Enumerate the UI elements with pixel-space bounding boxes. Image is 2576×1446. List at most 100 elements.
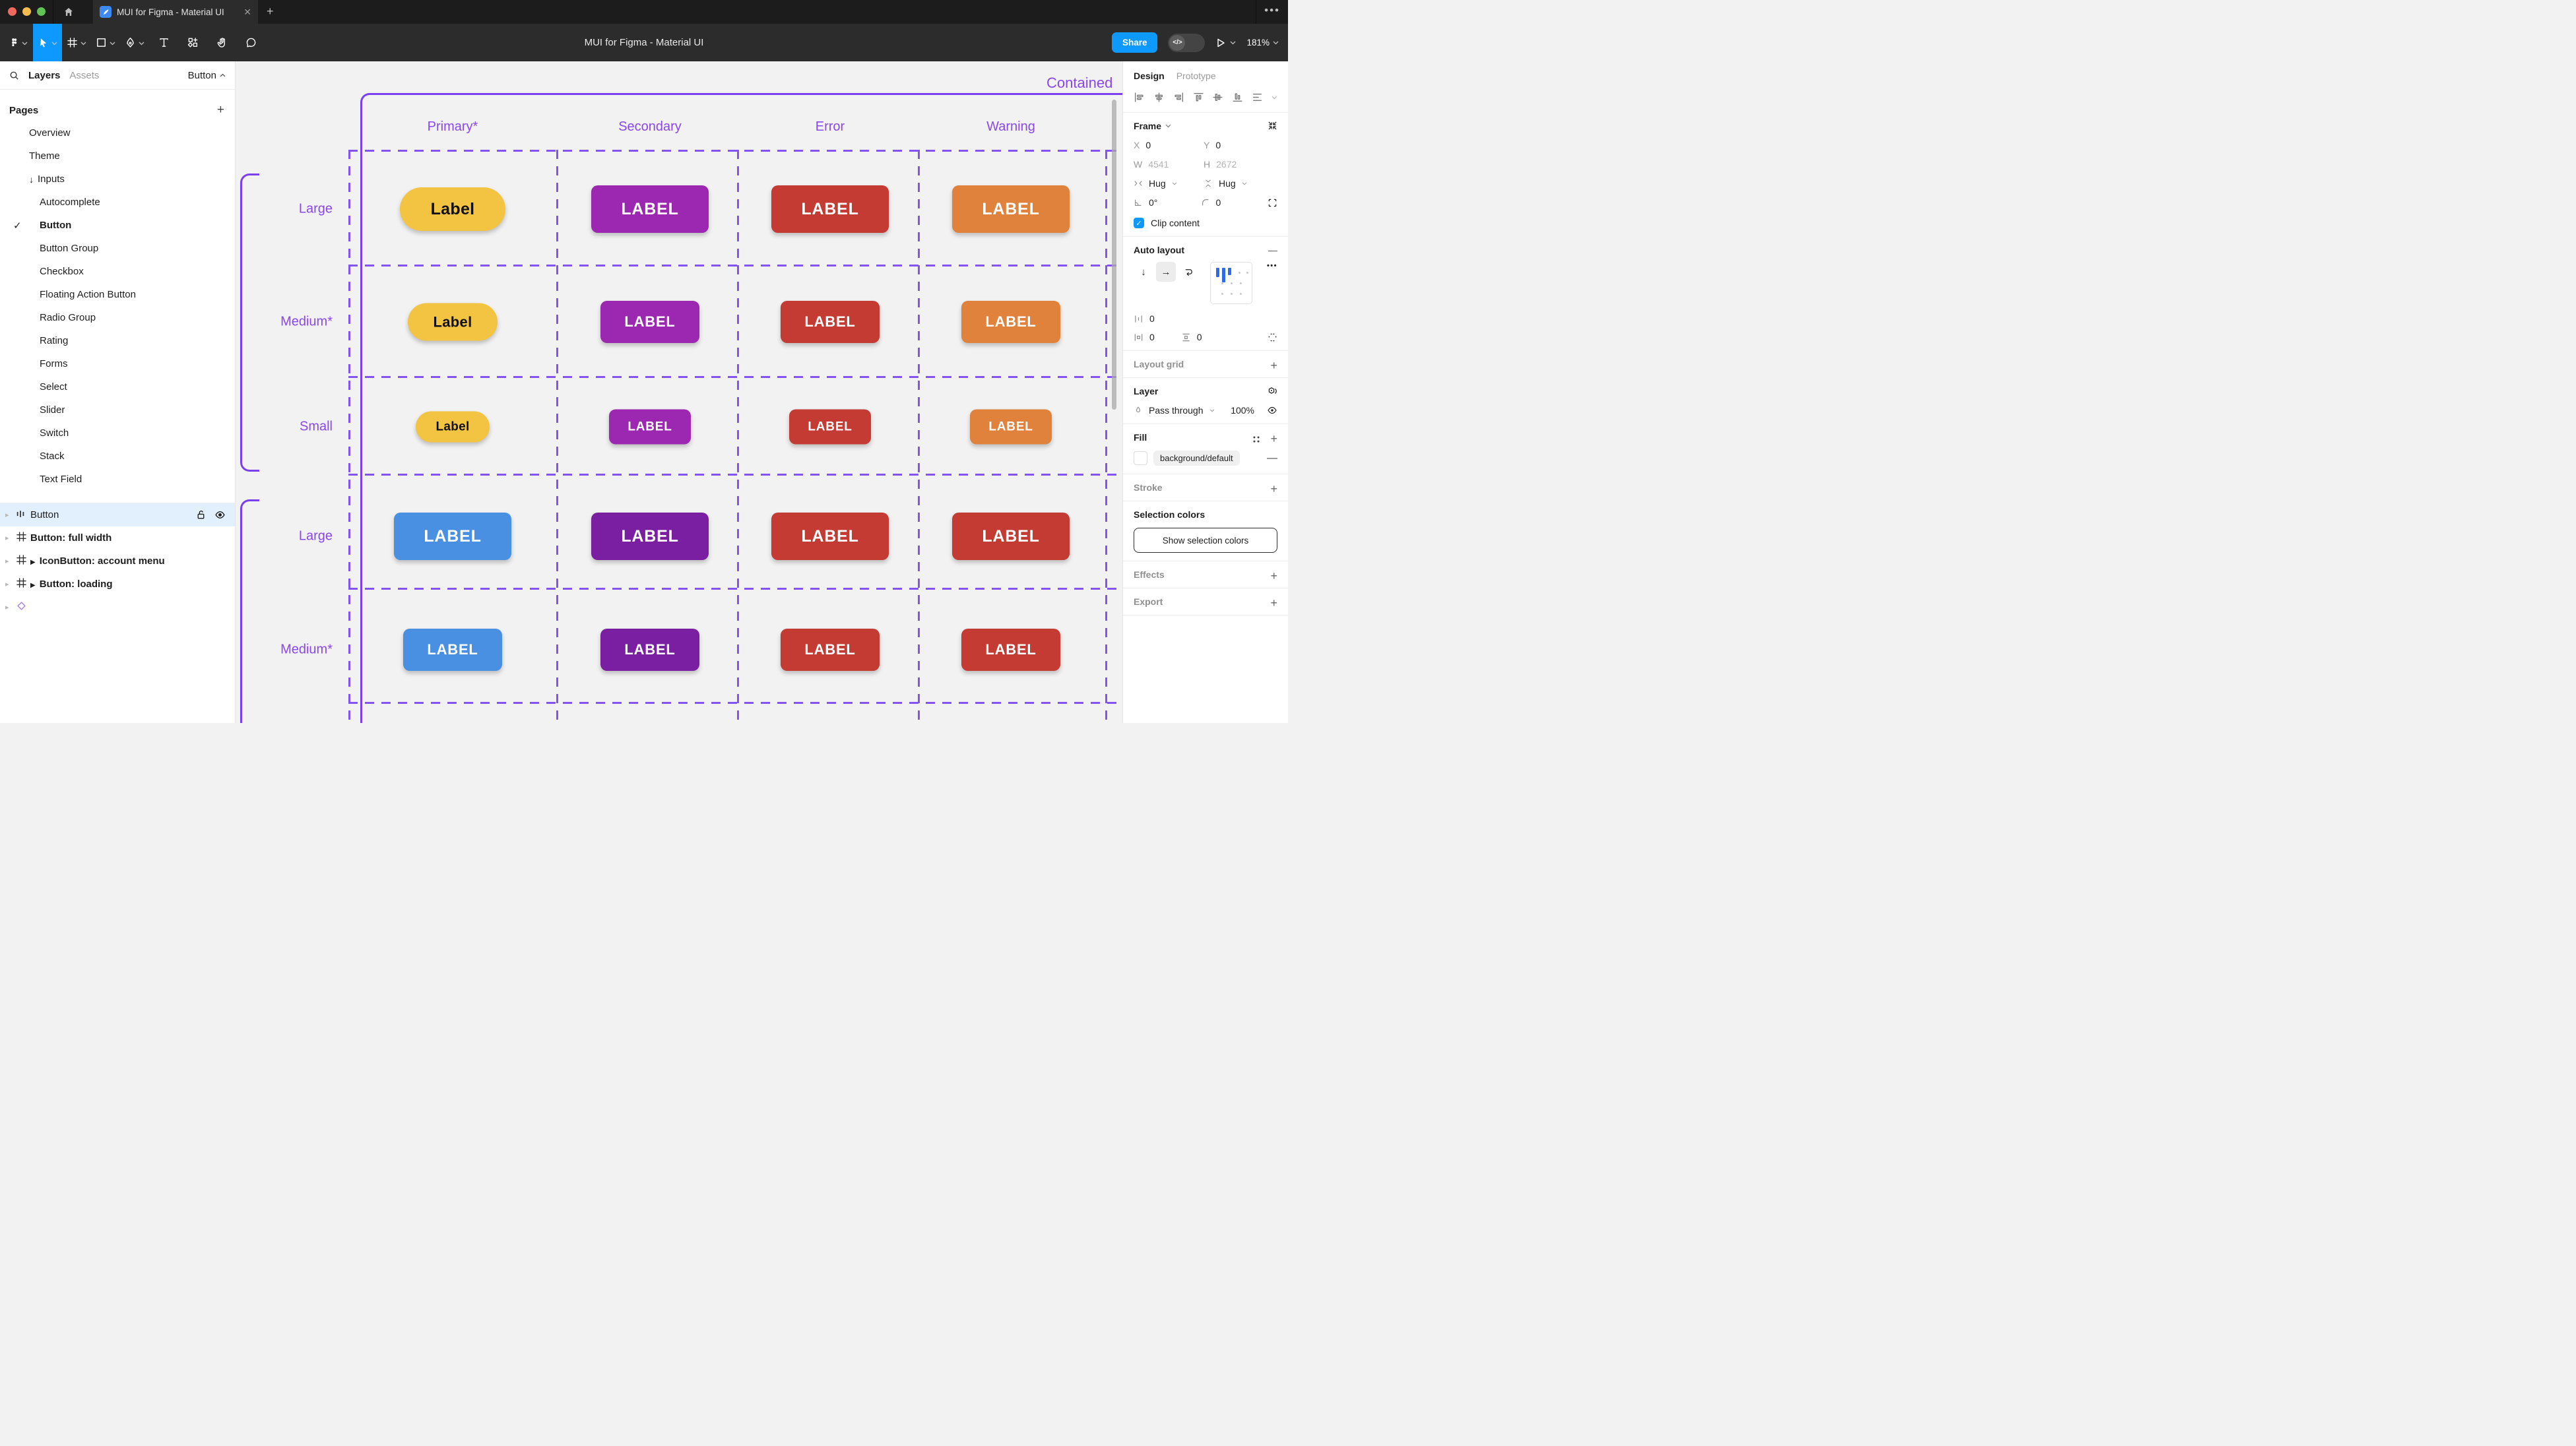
- x-position-field[interactable]: X 0: [1134, 140, 1151, 150]
- independent-corners-icon[interactable]: [1268, 198, 1277, 208]
- page-item[interactable]: Text Field: [0, 468, 235, 491]
- shape-tool[interactable]: [91, 24, 120, 61]
- lock-open-icon[interactable]: [195, 509, 207, 520]
- mui-button[interactable]: Label: [416, 411, 490, 443]
- clip-content-row[interactable]: ✓ Clip content: [1134, 218, 1277, 228]
- mui-button[interactable]: LABEL: [952, 185, 1070, 233]
- collapse-icon[interactable]: [1268, 121, 1277, 131]
- new-tab-button[interactable]: +: [267, 5, 274, 18]
- expand-caret-icon[interactable]: ▸: [5, 511, 9, 519]
- gap-field[interactable]: 0: [1134, 313, 1155, 324]
- alignment-grid[interactable]: [1210, 262, 1252, 304]
- clip-content-checkbox[interactable]: ✓: [1134, 218, 1144, 228]
- close-window-button[interactable]: [8, 7, 16, 16]
- align-top-button[interactable]: [1193, 92, 1204, 103]
- blend-mode-icon[interactable]: [1267, 386, 1277, 396]
- mui-button[interactable]: LABEL: [591, 513, 709, 560]
- layer-row[interactable]: ▸Button: full width: [0, 526, 235, 550]
- window-controls[interactable]: [8, 7, 46, 16]
- minimize-window-button[interactable]: [22, 7, 31, 16]
- mui-button[interactable]: LABEL: [970, 409, 1052, 445]
- add-effect-button[interactable]: +: [1270, 569, 1277, 582]
- add-fill-button[interactable]: +: [1270, 432, 1277, 445]
- page-item[interactable]: Slider: [0, 398, 235, 422]
- layout-wrap-button[interactable]: [1178, 262, 1198, 282]
- page-item[interactable]: Switch: [0, 422, 235, 445]
- mui-button[interactable]: Label: [408, 303, 498, 341]
- page-item[interactable]: ↓Inputs: [0, 168, 235, 191]
- mui-button[interactable]: LABEL: [394, 513, 511, 560]
- rotation-field[interactable]: 0°: [1134, 197, 1201, 208]
- tab-overflow-menu[interactable]: •••: [1264, 4, 1280, 16]
- mui-button[interactable]: LABEL: [771, 513, 889, 560]
- hand-tool[interactable]: [207, 24, 236, 61]
- file-tab[interactable]: MUI for Figma - Material UI ✕: [93, 0, 258, 24]
- mui-button[interactable]: LABEL: [781, 301, 880, 343]
- dev-mode-toggle[interactable]: </>: [1168, 33, 1206, 52]
- tab-layers[interactable]: Layers: [28, 69, 61, 81]
- tab-assets[interactable]: Assets: [69, 69, 100, 81]
- mui-button[interactable]: LABEL: [789, 409, 871, 445]
- close-tab-icon[interactable]: ✕: [243, 6, 251, 17]
- page-item[interactable]: ✓Button: [0, 214, 235, 237]
- figma-menu[interactable]: [4, 24, 33, 61]
- canvas-scrollbar[interactable]: [1112, 100, 1116, 410]
- auto-layout-more-icon[interactable]: •••: [1266, 262, 1277, 270]
- layer-row[interactable]: ▸Button: [0, 503, 235, 526]
- page-item[interactable]: Rating: [0, 329, 235, 352]
- frame-title[interactable]: Contained: [1046, 75, 1113, 91]
- mui-button[interactable]: LABEL: [600, 301, 699, 343]
- add-layout-grid-button[interactable]: +: [1270, 359, 1277, 372]
- layer-row[interactable]: ▸: [0, 596, 235, 619]
- mui-button[interactable]: LABEL: [961, 629, 1060, 671]
- home-button[interactable]: [61, 5, 77, 19]
- mui-button[interactable]: LABEL: [591, 185, 709, 233]
- zoom-level-menu[interactable]: 181%: [1246, 38, 1279, 47]
- remove-fill-button[interactable]: —: [1267, 452, 1277, 464]
- tab-design[interactable]: Design: [1134, 71, 1165, 81]
- mui-button[interactable]: LABEL: [771, 185, 889, 233]
- vertical-resizing-field[interactable]: Hug: [1204, 178, 1273, 189]
- add-export-button[interactable]: +: [1270, 596, 1277, 610]
- remove-auto-layout-button[interactable]: —: [1268, 245, 1277, 255]
- layer-row[interactable]: ▸▶Button: loading: [0, 573, 235, 596]
- add-page-button[interactable]: +: [216, 103, 224, 117]
- mui-button[interactable]: LABEL: [600, 629, 699, 671]
- share-button[interactable]: Share: [1111, 32, 1158, 53]
- mui-button[interactable]: LABEL: [952, 513, 1070, 560]
- align-h-center-button[interactable]: [1153, 92, 1165, 103]
- page-item[interactable]: Forms: [0, 352, 235, 375]
- tab-prototype[interactable]: Prototype: [1176, 71, 1216, 81]
- page-item[interactable]: Theme: [0, 144, 235, 168]
- present-button[interactable]: [1215, 38, 1236, 48]
- align-bottom-button[interactable]: [1232, 92, 1243, 103]
- expand-caret-icon[interactable]: ▸: [5, 557, 9, 565]
- zoom-window-button[interactable]: [37, 7, 46, 16]
- width-field[interactable]: W 4541: [1134, 159, 1169, 170]
- frame-section-title[interactable]: Frame: [1134, 121, 1277, 131]
- opacity-field[interactable]: 100%: [1231, 405, 1254, 416]
- expand-caret-icon[interactable]: ▸: [5, 581, 9, 588]
- horizontal-resizing-field[interactable]: Hug: [1134, 178, 1204, 189]
- page-item[interactable]: Select: [0, 375, 235, 398]
- vertical-padding-field[interactable]: 0: [1181, 332, 1202, 342]
- mui-button[interactable]: LABEL: [961, 301, 1060, 343]
- align-right-button[interactable]: [1173, 92, 1184, 103]
- page-item[interactable]: Overview: [0, 121, 235, 144]
- corner-radius-field[interactable]: 0: [1201, 197, 1268, 208]
- comment-tool[interactable]: [236, 24, 265, 61]
- blend-mode-select[interactable]: Pass through: [1149, 405, 1204, 416]
- frame-tool[interactable]: [62, 24, 91, 61]
- y-position-field[interactable]: Y 0: [1204, 140, 1221, 150]
- mui-button[interactable]: LABEL: [781, 629, 880, 671]
- height-field[interactable]: H 2672: [1204, 159, 1237, 170]
- eye-icon[interactable]: [214, 509, 226, 520]
- mui-button[interactable]: LABEL: [403, 629, 502, 671]
- expand-caret-icon[interactable]: ▸: [5, 534, 9, 542]
- horizontal-padding-field[interactable]: 0: [1134, 332, 1155, 342]
- mui-button[interactable]: LABEL: [609, 409, 691, 445]
- search-icon[interactable]: [9, 71, 19, 80]
- page-item[interactable]: Autocomplete: [0, 191, 235, 214]
- selection-picker[interactable]: Button: [188, 70, 226, 81]
- eye-icon[interactable]: [1267, 405, 1277, 416]
